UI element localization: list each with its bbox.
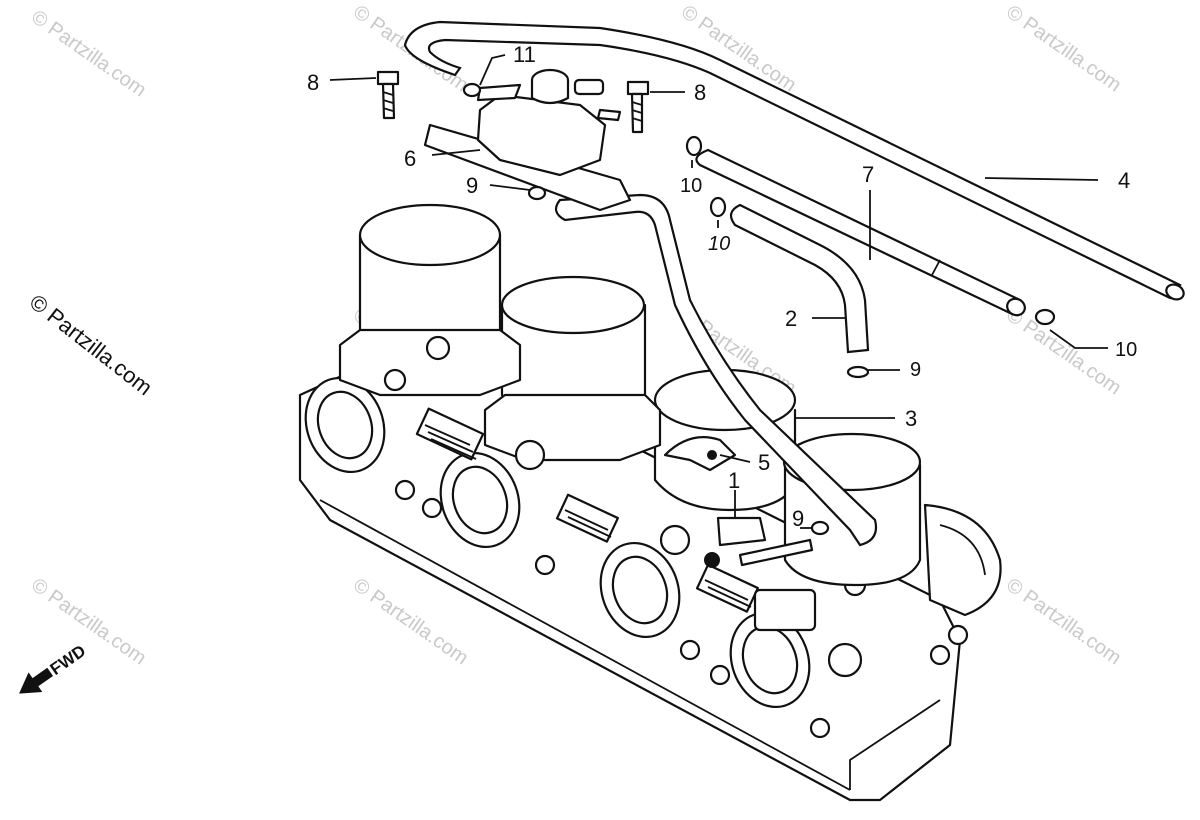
fuel-pump (423, 68, 632, 212)
fasteners (376, 70, 1056, 536)
watermark-dark: © Partzilla.com (25, 289, 157, 400)
callout-8: 8 (307, 70, 319, 95)
callout-5: 5 (758, 450, 770, 475)
callout-10: 10 (1115, 339, 1137, 361)
callout-6: 6 (404, 146, 416, 171)
callouts: 8 8 11 6 9 10 10 7 4 10 2 9 3 5 1 9 (307, 42, 1137, 531)
callout-10: 10 (708, 233, 730, 255)
callout-9: 9 (466, 173, 478, 198)
fwd-indicator: FWD (19, 641, 90, 694)
hoses (403, 20, 1185, 547)
callout-10: 9 (910, 359, 921, 381)
watermark: © Partzilla.com (1002, 304, 1125, 399)
callout-1: 1 (728, 468, 740, 493)
watermark: © Partzilla.com (27, 6, 150, 101)
hose-3 (554, 193, 878, 547)
callout-3: 3 (905, 406, 917, 431)
callout-7: 7 (862, 162, 874, 187)
watermark: © Partzilla.com (1002, 1, 1125, 96)
callout-10: 10 (680, 175, 702, 197)
watermark: © Partzilla.com (1002, 574, 1125, 669)
watermark: © Partzilla.com (27, 574, 150, 669)
watermark: © Partzilla.com (349, 574, 472, 669)
hose-2 (729, 203, 870, 354)
callout-9: 9 (792, 506, 804, 531)
carburetor-bank (298, 203, 1002, 802)
callout-8: 8 (694, 80, 706, 105)
callout-11: 11 (513, 42, 536, 67)
leader-lines (329, 54, 1108, 529)
callout-4: 4 (1118, 168, 1130, 193)
hose-7 (695, 148, 1022, 316)
arrow-left-icon (19, 667, 54, 694)
callout-2: 2 (785, 306, 797, 331)
fwd-label: FWD (47, 641, 90, 679)
